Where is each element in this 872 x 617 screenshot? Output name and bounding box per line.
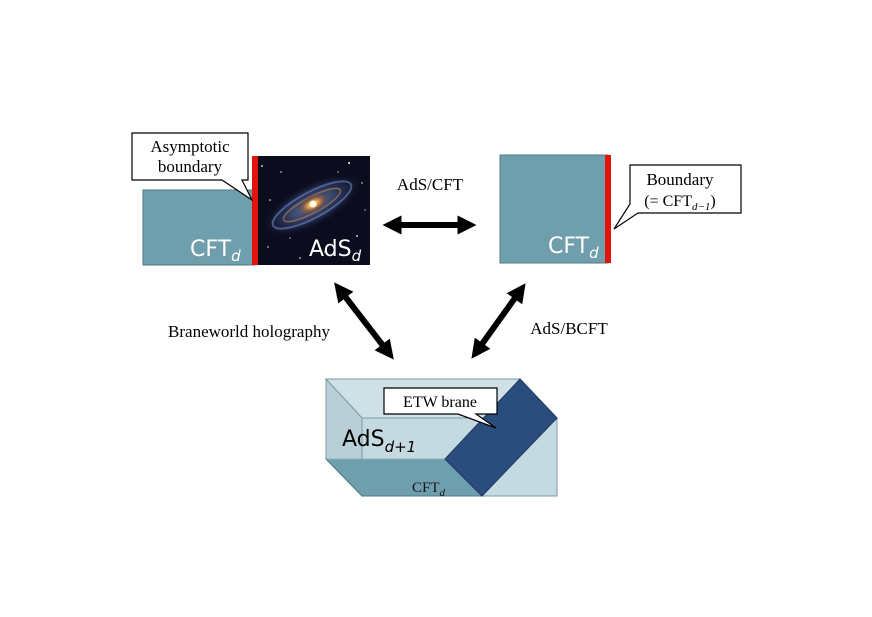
etw-brane-callout xyxy=(383,387,498,429)
ads-bcft-arrow xyxy=(471,283,526,359)
ads-cft-label: AdS/CFT xyxy=(397,175,464,194)
callout-boundary-line1: Boundary xyxy=(646,170,714,189)
cft-label-left: CFTd xyxy=(190,237,241,265)
ads-box: AdSd+1 CFTd ETW brane xyxy=(324,377,559,499)
etw-brane-label: ETW brane xyxy=(403,394,477,411)
asymptotic-boundary-callout xyxy=(131,132,254,202)
galaxy-image xyxy=(255,156,370,265)
cft-bottom-label: CFTd xyxy=(412,480,446,499)
etw-brane xyxy=(444,378,558,497)
boundary-line xyxy=(605,155,611,263)
asymptotic-boundary-line xyxy=(252,156,258,265)
top-left-panel: CFTd AdSd Asymptotic boundary xyxy=(131,132,370,266)
cft-label-right: CFTd xyxy=(548,234,599,262)
ads-d1-label: AdSd+1 xyxy=(342,427,416,456)
callout-asymptotic-line2: boundary xyxy=(158,157,223,176)
ads-bcft-label: AdS/BCFT xyxy=(530,319,608,338)
braneworld-label: Braneworld holography xyxy=(168,322,330,341)
boundary-callout xyxy=(613,164,742,230)
callout-asymptotic-line1: Asymptotic xyxy=(150,137,230,156)
callout-boundary-line2: (= CFTd−1) xyxy=(644,193,715,213)
braneworld-arrow xyxy=(334,282,394,360)
top-right-panel: CFTd Boundary (= CFTd−1) xyxy=(499,154,742,264)
cft-slab-left xyxy=(142,189,256,266)
ads-label-left: AdSd xyxy=(309,237,362,265)
